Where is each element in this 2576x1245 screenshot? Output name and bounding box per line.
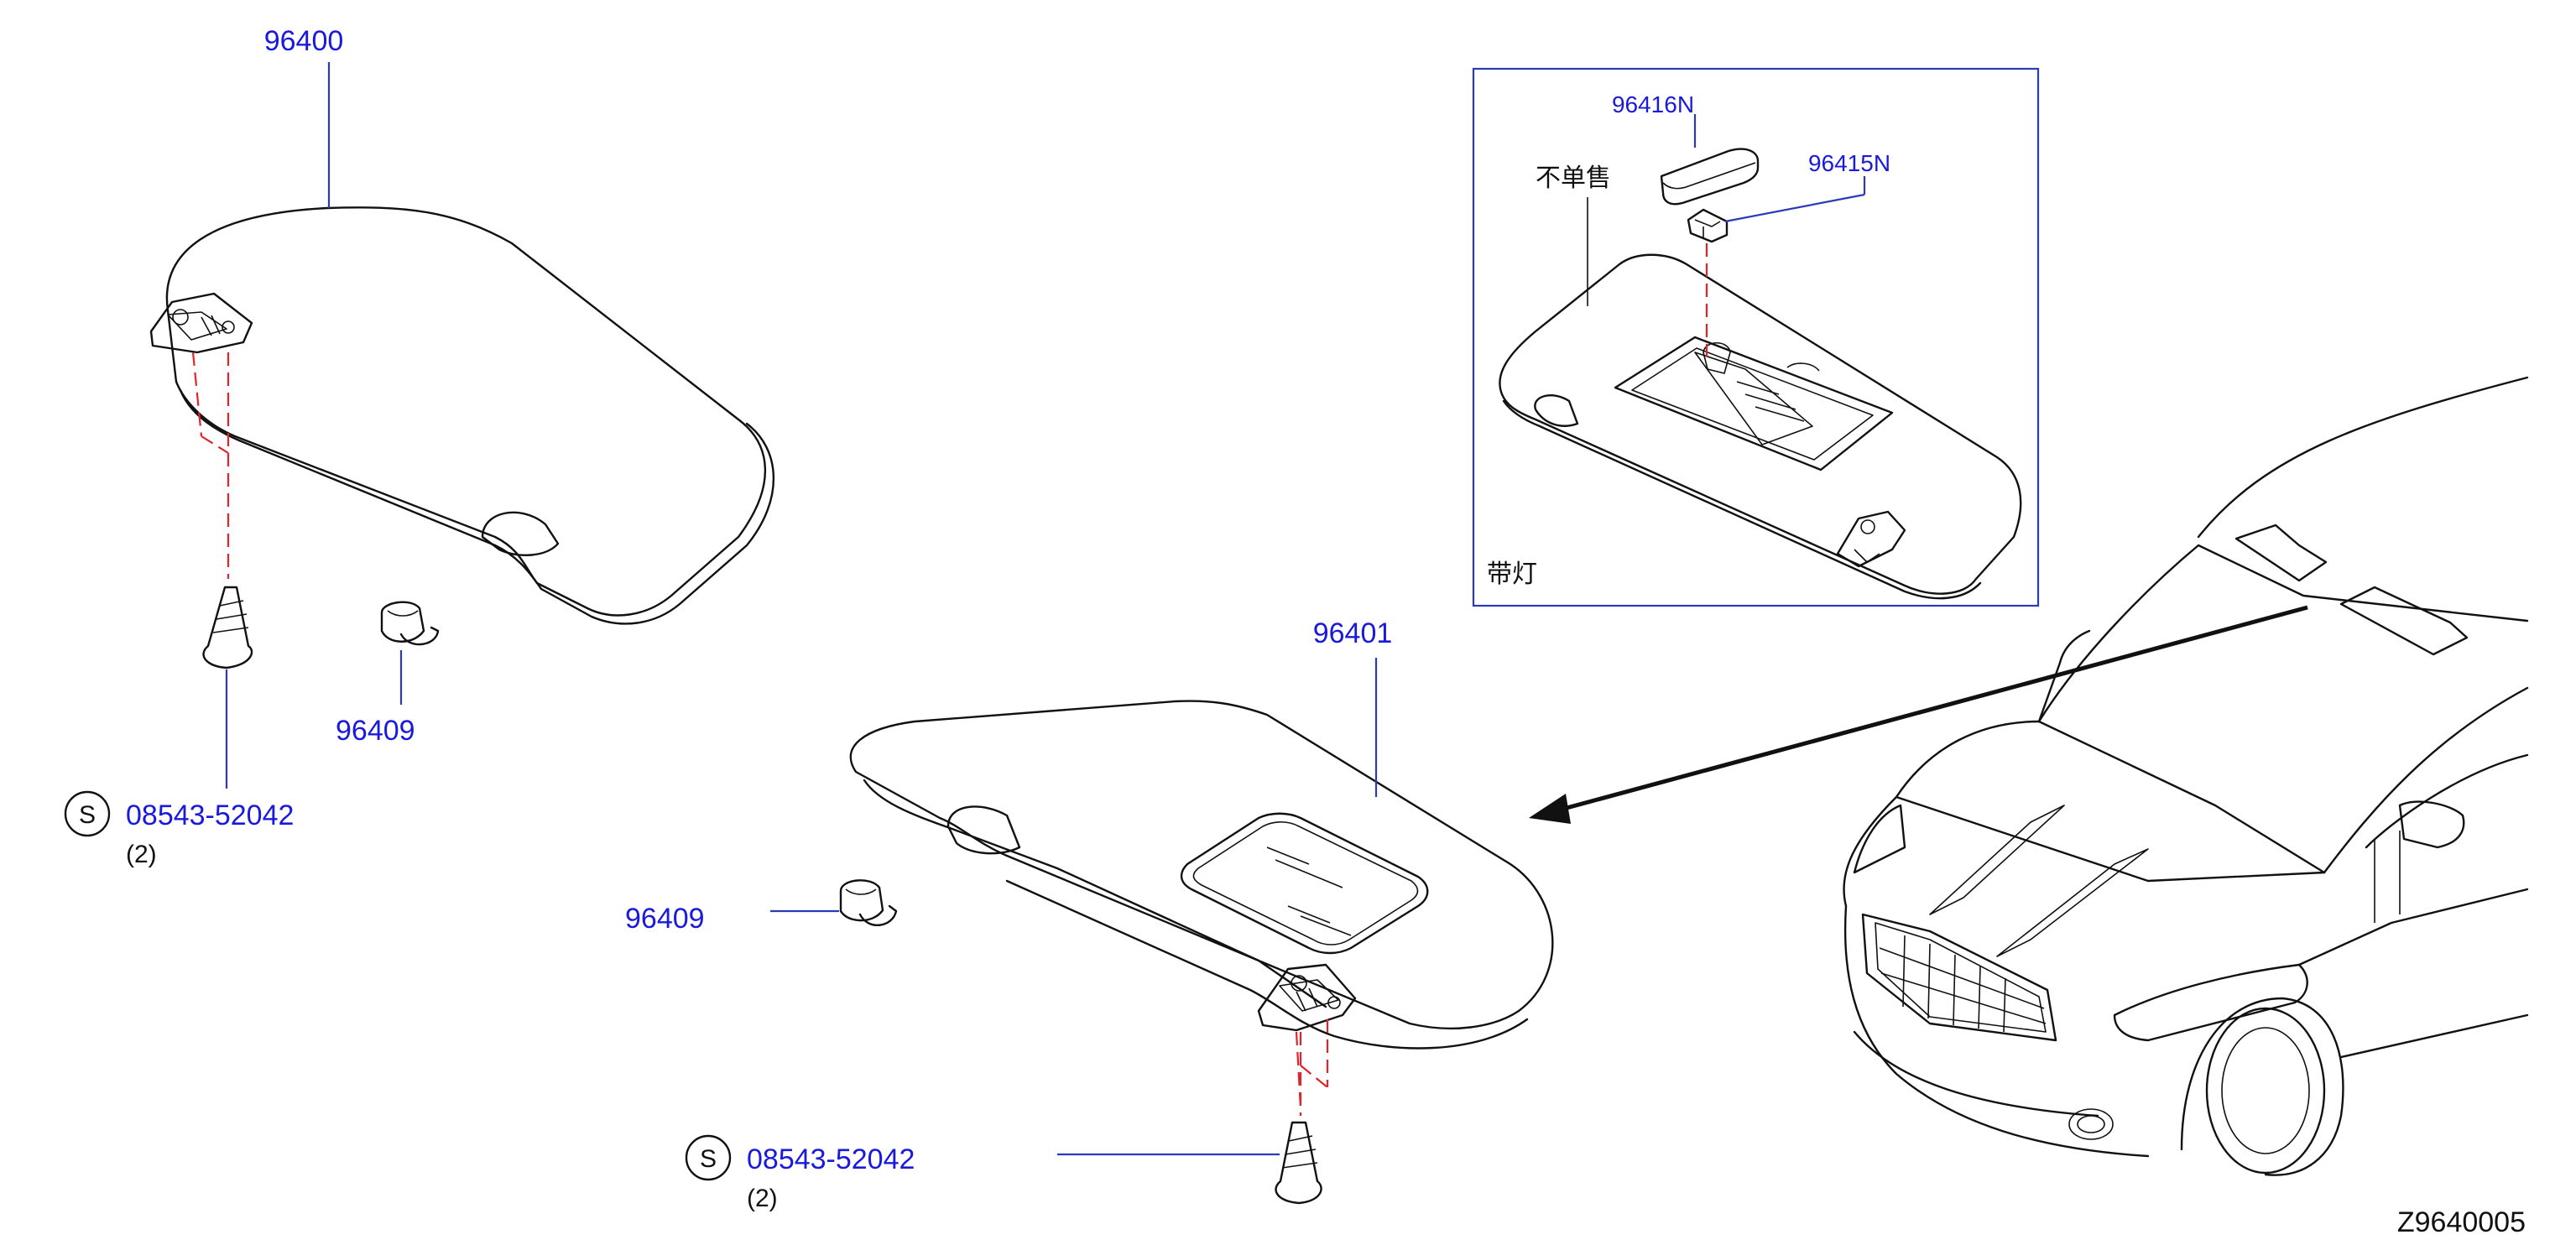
qty-screw-left: (2) <box>126 841 157 868</box>
tapping-screw-icon[interactable] <box>202 586 253 669</box>
lamp-lens-icon[interactable] <box>1660 148 1760 206</box>
label-clip-right[interactable]: 96409 <box>625 903 705 935</box>
lamp-bulb-icon[interactable] <box>1687 208 1729 243</box>
label-screw-left[interactable]: 08543-52042 <box>126 800 294 831</box>
centerline-left-b <box>201 435 229 454</box>
centerline-left-a <box>191 352 203 437</box>
inset-lamp-visor <box>1472 67 2040 607</box>
sun-visor-left[interactable] <box>149 206 775 625</box>
sun-visor-with-lamp[interactable] <box>1499 253 2022 600</box>
qty-screw-right: (2) <box>747 1185 778 1212</box>
label-with-lamp: 带灯 <box>1487 560 1537 589</box>
suv-front-view-icon <box>1843 376 2529 1176</box>
leader-96415N-a <box>1724 193 1865 223</box>
screw-symbol-left-text: S <box>79 801 96 829</box>
centerline-right-b <box>1300 1065 1328 1088</box>
screw-symbol-right-text: S <box>700 1145 717 1173</box>
diagram-code: Z9640005 <box>2397 1206 2526 1238</box>
visor-clip-icon[interactable] <box>839 879 898 927</box>
label-not-sold-separately: 不单售 <box>1536 164 1611 193</box>
pointer-arrow <box>1529 605 2308 824</box>
label-clip-left[interactable]: 96409 <box>336 715 415 747</box>
visor-clip-icon[interactable] <box>380 601 440 646</box>
label-96401[interactable]: 96401 <box>1313 617 1393 649</box>
label-96400[interactable]: 96400 <box>264 25 344 57</box>
tapping-screw-icon[interactable] <box>1275 1121 1322 1205</box>
screw-symbol-right <box>685 1134 732 1181</box>
screw-symbol-left <box>64 790 111 837</box>
label-96416N[interactable]: 96416N <box>1612 91 1694 117</box>
label-96415N[interactable]: 96415N <box>1808 150 1890 176</box>
sun-visor-right[interactable] <box>849 700 1554 1050</box>
label-screw-right[interactable]: 08543-52042 <box>747 1143 915 1175</box>
